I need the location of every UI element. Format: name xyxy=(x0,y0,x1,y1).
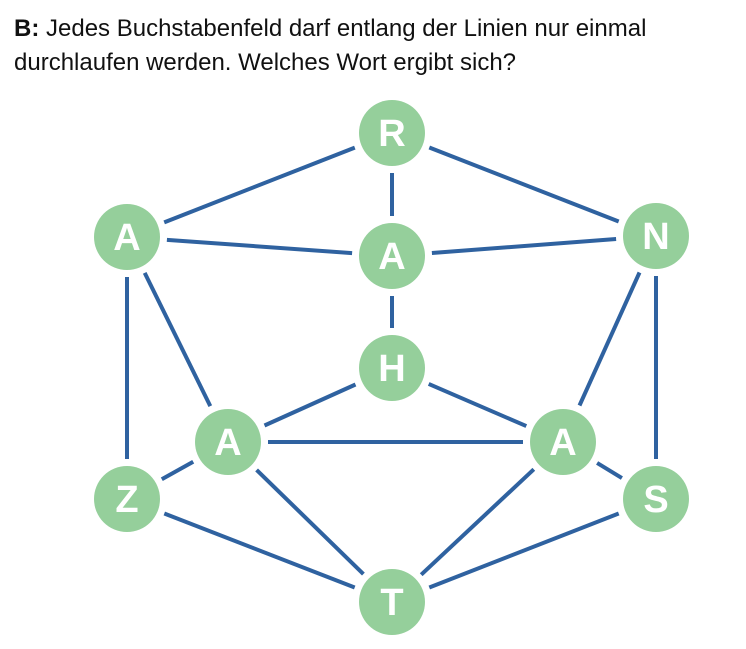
edge-n-top-n-right-up xyxy=(428,145,620,224)
node-n-center-up: A xyxy=(359,223,425,289)
edge-n-left-bottom-n-bottom xyxy=(163,511,356,590)
node-circle xyxy=(530,409,596,475)
edge-n-center-up-n-right-up xyxy=(431,237,617,255)
edge-n-right-low-n-bottom xyxy=(419,467,536,577)
node-circle xyxy=(195,409,261,475)
node-letter: A xyxy=(113,217,140,259)
edge-n-top-n-left-up xyxy=(163,145,356,225)
node-n-center-mid: H xyxy=(359,335,425,401)
node-letter: N xyxy=(642,216,669,258)
task-question: Jedes Buchstabenfeld darf entlang der Li… xyxy=(14,15,647,76)
edge-n-center-mid-n-right-low xyxy=(427,382,528,428)
node-letter: Z xyxy=(115,479,138,521)
node-circle xyxy=(94,466,160,532)
node-circle xyxy=(94,204,160,270)
edge-n-right-up-n-right-low xyxy=(577,271,642,407)
node-n-right-bottom: S xyxy=(623,466,689,532)
node-letter: A xyxy=(214,422,241,464)
edge-n-left-up-n-center-up xyxy=(166,237,353,256)
node-n-left-low: A xyxy=(195,409,261,475)
edge-n-left-low-n-bottom xyxy=(255,468,365,576)
node-n-bottom: T xyxy=(359,569,425,635)
edges-layer xyxy=(125,145,658,590)
edge-n-left-up-n-left-low xyxy=(142,272,213,407)
node-circle xyxy=(359,569,425,635)
node-letter: A xyxy=(378,236,405,278)
task-label: B: xyxy=(14,15,40,42)
task-text: B: Jedes Buchstabenfeld darf entlang der… xyxy=(14,12,734,80)
node-circle xyxy=(359,223,425,289)
node-letter: R xyxy=(378,113,405,155)
node-letter: T xyxy=(380,582,403,624)
edge-n-left-low-n-left-bottom xyxy=(160,459,195,482)
node-circle xyxy=(623,466,689,532)
edge-n-right-low-n-right-bottom xyxy=(596,461,623,480)
node-n-left-bottom: Z xyxy=(94,466,160,532)
node-n-left-up: A xyxy=(94,204,160,270)
node-n-top: R xyxy=(359,100,425,166)
node-n-right-low: A xyxy=(530,409,596,475)
node-letter: H xyxy=(378,348,405,390)
nodes-layer: R A A N H A A Z S T xyxy=(94,100,689,635)
edge-n-center-mid-n-left-low xyxy=(263,382,357,428)
node-circle xyxy=(623,203,689,269)
node-n-right-up: N xyxy=(623,203,689,269)
node-letter: S xyxy=(643,479,668,521)
node-letter: A xyxy=(549,422,576,464)
edge-n-right-bottom-n-bottom xyxy=(428,511,620,590)
node-circle xyxy=(359,100,425,166)
node-circle xyxy=(359,335,425,401)
